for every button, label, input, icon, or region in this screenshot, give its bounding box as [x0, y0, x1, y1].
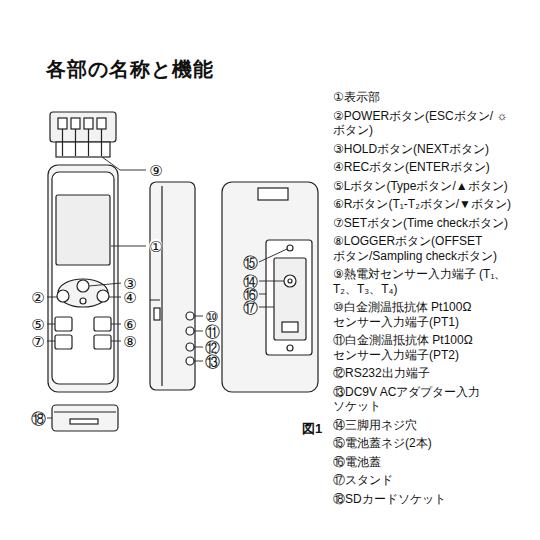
part-description: ⑮電池蓋ネジ(2本) — [333, 436, 527, 451]
callout-number: ⑥ — [123, 317, 136, 332]
tripod-hole-inner — [288, 279, 292, 283]
leader-line — [194, 316, 203, 317]
leader-line — [194, 331, 203, 332]
callout-number: ⑦ — [31, 334, 44, 349]
part-description: ⑬DC9V ACアダプター入力 ソケット — [333, 385, 527, 414]
callout-number: ⑪ — [205, 324, 220, 339]
front-bezel — [52, 172, 114, 384]
leader-line — [89, 283, 121, 286]
rs232-socket — [186, 343, 194, 351]
leader-line — [47, 341, 55, 342]
leader-line — [47, 297, 57, 298]
front-body — [48, 165, 118, 392]
leader-line — [194, 347, 203, 348]
rec-button — [97, 290, 109, 302]
diagram-title: 各部の名称と機能 — [46, 56, 214, 83]
back-body — [222, 182, 318, 392]
leader-line — [194, 361, 203, 362]
callout-number: ⑩ — [205, 309, 218, 324]
part-description: ⑪白金測温抵抗体 Pt100Ω センサー入力端子(PT2) — [333, 333, 527, 362]
cover-screw — [287, 345, 293, 351]
part-description: ⑧LOGGERボタン(OFFSET ボタン/Sampling checkボタン) — [333, 234, 527, 263]
pt2-socket — [186, 327, 194, 335]
leader-line — [259, 307, 274, 308]
leader-line — [47, 324, 55, 325]
callout-number: ② — [31, 290, 44, 305]
part-description: ②POWERボタン(ESCボタン/ ☼ボタン) — [333, 109, 527, 138]
side-body — [150, 182, 195, 390]
hold-button — [77, 280, 89, 292]
figure-label: 図1 — [302, 420, 322, 438]
leader-line — [47, 418, 52, 419]
leader-line — [102, 157, 146, 170]
power-button — [57, 290, 69, 302]
l-button — [55, 317, 72, 331]
side-clip — [154, 308, 160, 320]
r-button — [94, 317, 111, 331]
connector-block — [50, 112, 116, 142]
callout-number: ⑮ — [243, 255, 258, 270]
callout-number: ③ — [123, 276, 136, 291]
part-description: ⑱SDカードソケット — [333, 492, 527, 507]
stand-notch — [282, 322, 298, 332]
leader-lines — [47, 157, 287, 418]
part-description: ⑭三脚用ネジ穴 — [333, 418, 527, 433]
pt1-socket — [186, 312, 194, 320]
cover-screw — [287, 245, 293, 251]
leader-line — [109, 297, 121, 298]
socket-slot — [84, 118, 93, 129]
center-dot — [80, 298, 86, 304]
part-description: ④RECボタン(ENTERボタン) — [333, 160, 527, 175]
callout-number: ⑨ — [149, 163, 162, 178]
socket-slot — [71, 118, 80, 129]
socket-pins — [63, 129, 102, 156]
set-button — [55, 335, 72, 349]
dc-socket — [186, 357, 194, 365]
side-ridge — [150, 186, 162, 386]
back-window — [258, 188, 288, 200]
stand — [274, 258, 306, 340]
part-description: ⑥Rボタン(T₁-T₂ボタン/▼ボタン) — [333, 197, 527, 212]
socket-slot — [97, 118, 106, 129]
sd-slot — [70, 419, 98, 424]
part-description: ⑯電池蓋 — [333, 455, 527, 470]
part-description: ⑰スタンド — [333, 473, 527, 488]
part-description: ⑫RS232出力端子 — [333, 366, 527, 381]
part-description: ⑤Lボタン(Typeボタン/▲ボタン) — [333, 179, 527, 194]
leader-line — [111, 324, 121, 325]
display-window — [56, 195, 110, 265]
callout-number: ① — [149, 239, 162, 254]
part-description: ⑩白金測温抵抗体 Pt100Ω センサー入力端子(PT1) — [333, 300, 527, 329]
leader-line — [259, 281, 284, 282]
tripod-hole — [284, 275, 296, 287]
leader-line — [259, 249, 287, 262]
socket-slot — [58, 118, 67, 129]
callout-number: ⑫ — [205, 340, 220, 355]
leader-line — [259, 294, 266, 295]
part-description: ⑨熱電対センサー入力端子 (T₁、T₂、T₃、T₄) — [333, 267, 527, 296]
button-pad — [58, 279, 108, 307]
part-description: ①表示部 — [333, 90, 527, 105]
callout-number: ⑱ — [31, 411, 46, 426]
logger-button — [94, 335, 111, 349]
callout-number: ④ — [123, 290, 136, 305]
part-description: ③HOLDボタン(NEXTボタン) — [333, 142, 527, 157]
part-description: ⑦SETボタン(Time checkボタン) — [333, 216, 527, 231]
leader-line — [111, 341, 121, 342]
callout-number: ⑧ — [123, 334, 136, 349]
battery-cover — [266, 240, 312, 355]
callout-number: ⑰ — [243, 300, 258, 315]
callout-number: ⑬ — [205, 354, 220, 369]
bottom-view — [52, 405, 118, 431]
callout-number: ⑤ — [31, 317, 44, 332]
part-list: ①表示部 ②POWERボタン(ESCボタン/ ☼ボタン) ③HOLDボタン(NEXT… — [333, 90, 527, 510]
leader-line — [111, 246, 146, 247]
bottom-edge — [54, 411, 116, 412]
